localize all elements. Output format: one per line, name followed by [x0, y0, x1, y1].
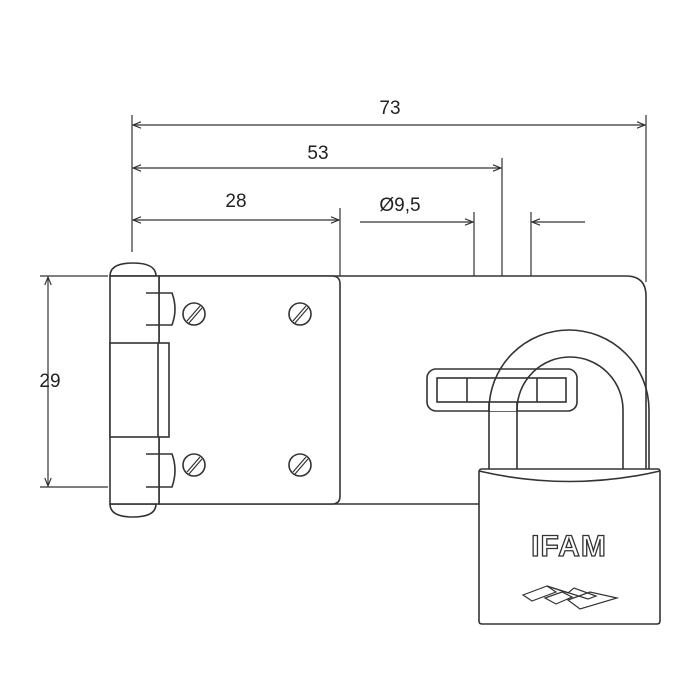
- dimension-label-29: 29: [39, 371, 60, 392]
- dimension-label-diameter: Ø9,5: [379, 195, 420, 216]
- fixed-plate: [158, 275, 341, 505]
- padlock-shackle: [488, 329, 650, 469]
- hinge: [109, 262, 176, 518]
- dimension-28: 28: [131, 191, 341, 224]
- brand-logo: IFAM: [531, 530, 607, 563]
- screw-icon: [182, 453, 206, 477]
- screw-icon: [288, 302, 312, 326]
- dimension-73: 73: [131, 98, 647, 129]
- screw-icon: [288, 453, 312, 477]
- dimension-29: 29: [39, 275, 61, 488]
- dimension-label-53: 53: [307, 143, 328, 164]
- screws: [182, 302, 312, 477]
- brand-emblem-icon: [521, 585, 620, 610]
- staple: [426, 368, 578, 412]
- dimension-53: 53: [131, 143, 503, 172]
- screw-icon: [182, 302, 206, 326]
- dimension-label-28: 28: [225, 191, 246, 212]
- dimension-label-73: 73: [379, 98, 400, 119]
- dimension-diameter: Ø9,5: [360, 195, 585, 226]
- padlock-body: IFAM: [478, 468, 661, 625]
